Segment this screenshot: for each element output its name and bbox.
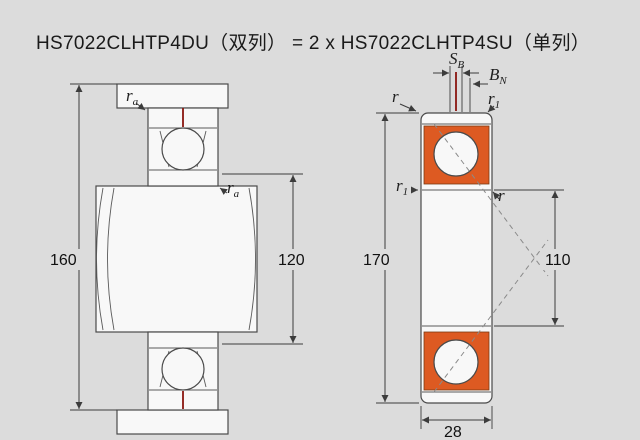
dimension-value: 170 <box>363 252 390 269</box>
bearing-section-top <box>422 123 491 191</box>
contact-angle-line-lower <box>433 239 549 393</box>
ra-leader-arrow <box>219 187 228 195</box>
housing-shoulder-top <box>116 83 229 109</box>
bearing-section-top <box>147 107 219 187</box>
dimension-value: 110 <box>545 252 571 269</box>
ball-bottom <box>161 347 205 391</box>
shaft-end-arc-left-inner <box>107 187 115 331</box>
dimension-170: 170 <box>359 112 419 404</box>
r-leader-arrow <box>399 103 417 112</box>
housing-shoulder-bottom <box>116 409 229 435</box>
annotation-sb-bn: SB BN <box>433 49 507 112</box>
r-leader-arrow <box>492 191 501 200</box>
fillet-label-ra-right: ra <box>219 178 240 200</box>
dimension-28: 28 <box>420 406 493 440</box>
ra-leader-arrow <box>135 102 146 111</box>
shaft-end-arc-right <box>248 187 256 331</box>
ra-label: ra <box>227 178 240 200</box>
chamfer-label-r1-left: r1 <box>396 176 418 198</box>
dimension-text-mask <box>45 249 85 270</box>
r-label: r <box>498 186 505 205</box>
dimension-110: 110 <box>494 189 582 327</box>
contact-angle-line-upper <box>433 123 549 277</box>
ra-label: ra <box>126 86 139 108</box>
r1-leader-arrow <box>487 104 496 113</box>
left-view-mounted-bearing: ra ra 160 120 <box>45 83 314 435</box>
r-label: r <box>392 87 399 106</box>
dimension-text-mask <box>540 249 582 270</box>
page-title: HS7022CLHTP4DU（双列） = 2 x HS7022CLHTP4SU（… <box>36 32 590 54</box>
dimension-value: 120 <box>278 252 305 269</box>
r1-label: r1 <box>488 89 500 111</box>
dimension-160: 160 <box>45 83 117 411</box>
shaft-end-arc-left-outer <box>96 187 104 331</box>
bn-label: BN <box>489 65 507 87</box>
bearing-outline <box>420 112 493 404</box>
chamfer-label-r-top: r <box>392 87 417 112</box>
dimension-text-mask <box>359 249 401 270</box>
shaft <box>95 185 258 333</box>
dimension-120: 120 <box>222 173 314 345</box>
right-view-single-bearing: SB BN r r1 r1 r 170 <box>359 49 582 440</box>
dimension-value: 28 <box>444 424 462 440</box>
chamfer-label-r-mid: r <box>492 186 505 205</box>
r1-label: r1 <box>396 176 408 198</box>
bearing-section-bottom <box>422 325 491 393</box>
dimension-value: 160 <box>50 252 77 269</box>
bearing-section-bottom <box>147 331 219 411</box>
ball-top <box>161 127 205 171</box>
sb-label: SB <box>449 49 465 71</box>
dimension-text-mask <box>274 249 314 270</box>
fillet-label-ra-top: ra <box>126 86 146 111</box>
chamfer-label-r1-top: r1 <box>487 89 500 113</box>
